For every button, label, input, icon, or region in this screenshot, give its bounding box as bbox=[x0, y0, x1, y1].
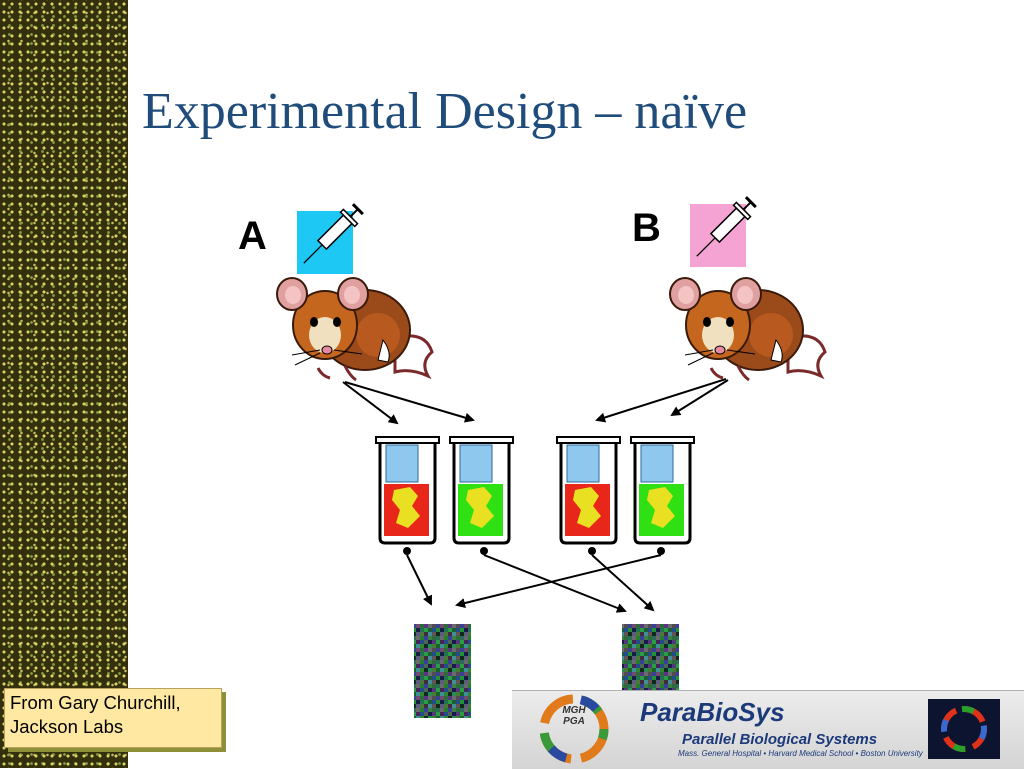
tube-a-green-icon bbox=[449, 436, 514, 555]
arrows-mouse-to-tubes bbox=[342, 378, 729, 425]
pga-text: PGA bbox=[563, 716, 585, 727]
mouse-a-icon bbox=[276, 277, 434, 382]
mgh-pga-mark: MGH PGA bbox=[552, 705, 596, 727]
logo-subtitle: Parallel Biological Systems bbox=[682, 731, 878, 748]
tube-b-red-icon bbox=[556, 436, 621, 555]
tube-a-red-icon bbox=[375, 436, 440, 555]
credit-box: From Gary Churchill, Jackson Labs bbox=[4, 688, 222, 748]
credit-line-2: Jackson Labs bbox=[10, 716, 124, 737]
tube-b-green-icon bbox=[630, 436, 695, 555]
parabiosys-grid-logo-icon bbox=[928, 699, 1000, 759]
arrows-tubes-to-arrays bbox=[406, 554, 662, 613]
mgh-pga-logo-icon bbox=[540, 694, 609, 764]
syringe-a-icon bbox=[297, 203, 364, 274]
sidebar-microarray-decoration bbox=[0, 0, 128, 768]
label-a: A bbox=[238, 214, 267, 258]
microarray-1-icon bbox=[414, 624, 471, 718]
logo-name: ParaBioSys bbox=[640, 697, 785, 727]
label-b: B bbox=[632, 206, 661, 250]
logo-institutions: Mass. General Hospital • Harvard Medical… bbox=[678, 749, 923, 758]
syringe-b-icon bbox=[690, 196, 757, 267]
mgh-text: MGH bbox=[562, 705, 586, 716]
slide-title: Experimental Design – naïve bbox=[142, 83, 748, 140]
credit-line-1: From Gary Churchill, bbox=[10, 692, 181, 713]
parabiosys-logo-banner: MGH PGA ParaBioSys Parallel Biological S… bbox=[512, 690, 1024, 769]
mouse-b-icon bbox=[669, 277, 827, 382]
